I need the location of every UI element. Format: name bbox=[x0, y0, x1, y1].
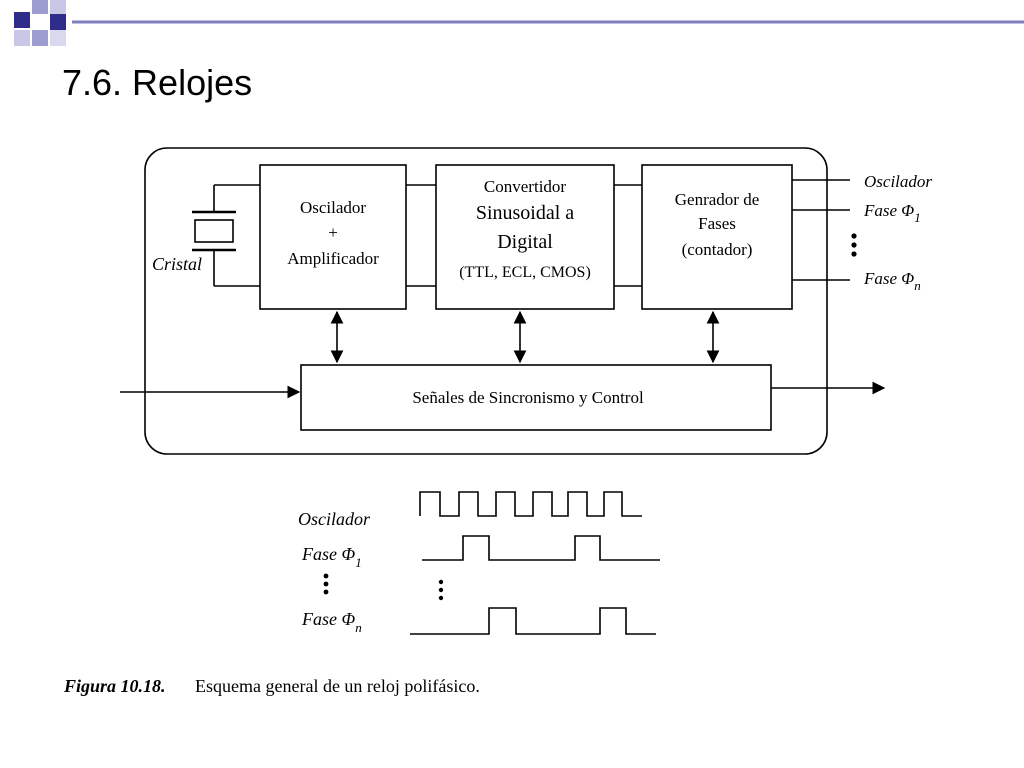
converter-line-2: Sinusoidal a bbox=[476, 202, 574, 224]
oscillator-waveform bbox=[419, 491, 642, 517]
phase-gen-line-3: (contador) bbox=[682, 240, 753, 259]
timing-phase-n-label: Fase Φn bbox=[301, 609, 362, 635]
timing-label-ellipsis bbox=[323, 573, 329, 595]
header-decoration bbox=[14, 0, 1024, 46]
phase-1-waveform bbox=[422, 535, 660, 561]
oscillator-line-1: Oscilador bbox=[300, 198, 366, 217]
deco-square-light-2 bbox=[50, 0, 66, 14]
crystal-label: Cristal bbox=[152, 254, 202, 274]
converter-line-3: Digital bbox=[497, 231, 553, 253]
sync-control-block bbox=[300, 364, 772, 431]
crystal-symbol bbox=[192, 184, 260, 287]
deco-square-light-1 bbox=[32, 0, 48, 14]
deco-square-dark-2 bbox=[50, 14, 66, 30]
output-lines bbox=[792, 179, 850, 281]
converter-line-4: (TTL, ECL, CMOS) bbox=[459, 264, 591, 281]
output-oscillator-label: Oscilador bbox=[864, 172, 932, 191]
deco-square-light-5 bbox=[50, 30, 66, 46]
converter-line-1: Convertidor bbox=[484, 177, 566, 196]
phase-generator-block bbox=[641, 164, 793, 310]
block-connectors bbox=[406, 184, 642, 287]
figure-caption-label: Figura 10.18. bbox=[63, 676, 166, 696]
deco-square-dark-1 bbox=[14, 12, 30, 28]
oscillator-block bbox=[259, 164, 407, 310]
phase-n-waveform bbox=[410, 607, 656, 635]
deco-square-light-3 bbox=[32, 30, 48, 46]
oscillator-line-3: Amplificador bbox=[287, 249, 379, 268]
slide-title: 7.6. Relojes bbox=[62, 62, 253, 103]
timing-waveform-ellipsis bbox=[438, 579, 444, 601]
output-phase-n-label: Fase Φn bbox=[863, 269, 921, 293]
enclosure-box bbox=[144, 147, 828, 455]
deco-square-light-4 bbox=[14, 30, 30, 46]
sync-control-label: Señales de Sincronismo y Control bbox=[412, 388, 644, 407]
oscillator-line-2: + bbox=[328, 223, 338, 242]
output-ellipsis bbox=[851, 233, 857, 257]
phase-gen-line-1: Genrador de bbox=[675, 190, 760, 209]
output-phase-1-label: Fase Φ1 bbox=[863, 201, 921, 225]
converter-block bbox=[435, 164, 615, 310]
timing-phase-1-label: Fase Φ1 bbox=[301, 544, 362, 570]
figure-caption-text: Esquema general de un reloj polifásico. bbox=[195, 676, 480, 696]
timing-oscillator-label: Oscilador bbox=[298, 509, 371, 529]
phase-gen-line-2: Fases bbox=[698, 214, 736, 233]
